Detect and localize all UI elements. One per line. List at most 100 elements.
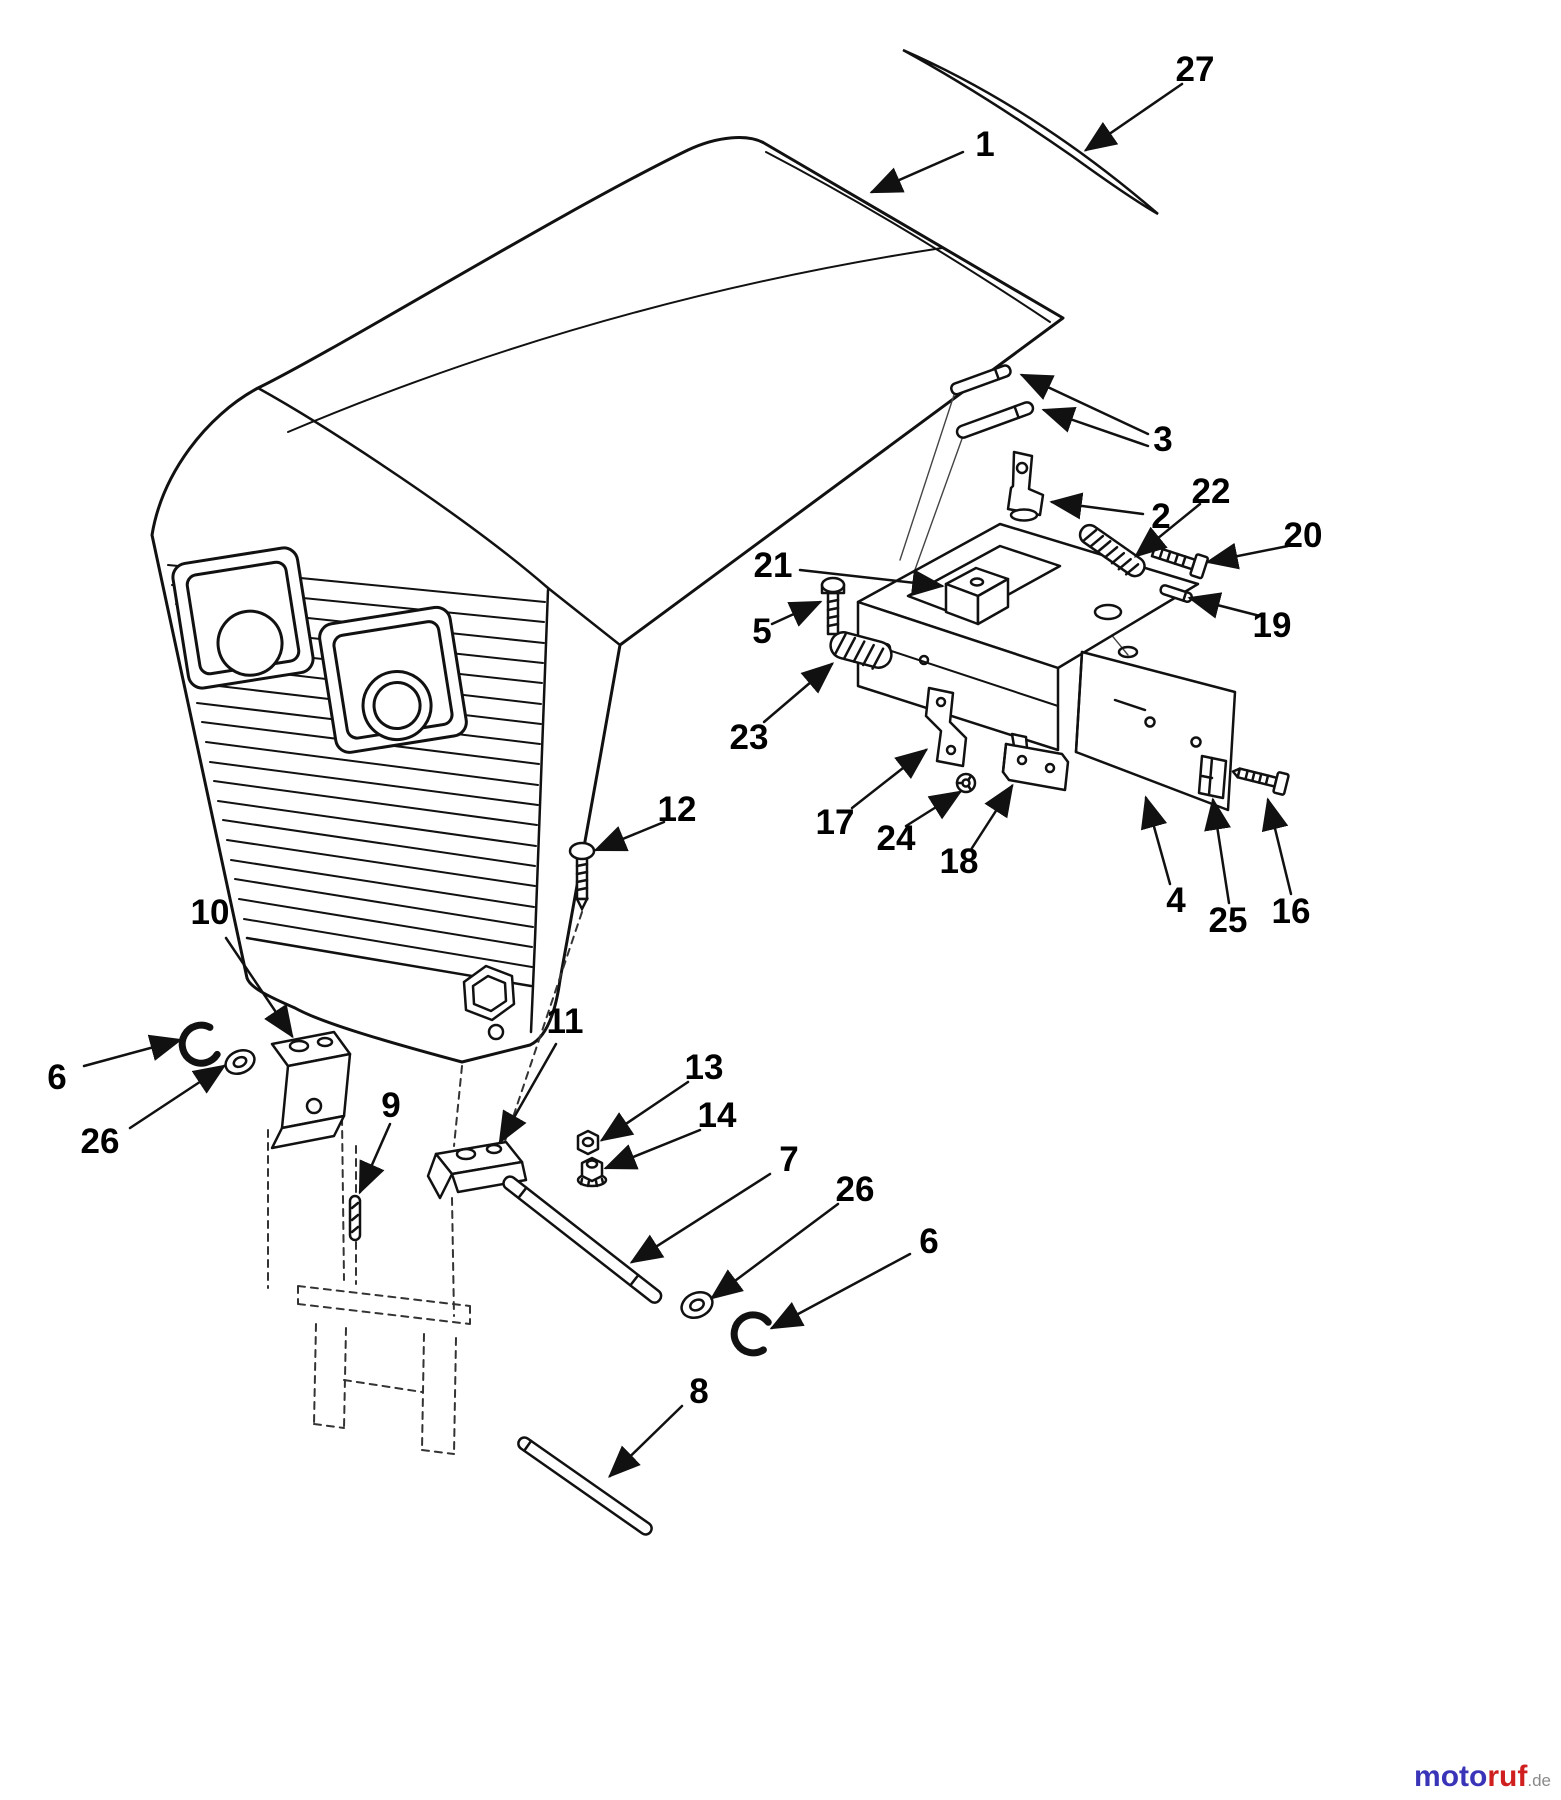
callout-label-10-15: 10 <box>190 893 230 932</box>
bracket-10 <box>270 1030 352 1150</box>
grille-right-edge <box>529 588 550 1034</box>
hex-nut-13 <box>576 1129 600 1156</box>
callout-label-17-11: 17 <box>815 803 855 842</box>
callout-label-12-10: 12 <box>657 790 697 829</box>
bracket-17 <box>924 686 968 768</box>
arrow-to-part-8 <box>608 1404 684 1478</box>
callout-label-8-27: 8 <box>689 1372 709 1411</box>
arrow-to-part-26-right <box>709 1202 840 1300</box>
callout-label-24-12: 24 <box>876 819 916 858</box>
screw-12 <box>568 841 596 912</box>
hinge-bracket-18 <box>1001 732 1070 792</box>
callout-label-20-5: 20 <box>1283 516 1323 555</box>
hinge-pin-lower <box>955 401 1035 439</box>
latch-striker-box <box>944 566 1010 626</box>
arrow-to-part-7 <box>629 1172 772 1264</box>
callout-label-5-8: 5 <box>752 612 772 651</box>
roll-pin-9 <box>348 1194 362 1242</box>
hood-outline <box>150 136 1065 1064</box>
callout-label-21-6: 21 <box>753 546 793 585</box>
hood-side-edge <box>546 586 622 647</box>
arrow-to-part-14 <box>603 1128 702 1170</box>
clip-25 <box>1197 754 1228 800</box>
callout-label-14-22: 14 <box>697 1096 737 1135</box>
pivot-rod-7 <box>502 1175 663 1304</box>
callout-label-26-23: 26 <box>80 1122 120 1161</box>
hood-front-crease <box>256 386 550 590</box>
callout-label-7-24: 7 <box>779 1140 799 1179</box>
arrow-to-part-16 <box>1261 797 1293 896</box>
arrow-to-part-6-right <box>769 1252 912 1330</box>
arrow-to-part-9 <box>358 1122 392 1195</box>
hinge-bracket-assembly <box>820 364 1290 812</box>
arrow-to-part-2 <box>1049 492 1145 520</box>
arrow-to-part-18 <box>970 783 1014 850</box>
callout-arrows <box>82 82 1293 1478</box>
callout-label-4-14: 4 <box>1166 881 1186 920</box>
flange-nut-14 <box>576 1156 608 1188</box>
spring-22 <box>1078 523 1146 578</box>
arrow-to-part-23 <box>762 662 835 724</box>
arrow-to-part-21 <box>798 568 945 597</box>
flange-nut-24 <box>955 772 977 794</box>
callout-label-23-9: 23 <box>729 718 769 757</box>
washer-26-left <box>224 1048 256 1076</box>
callout-label-25-17: 25 <box>1208 901 1248 940</box>
e-clip-6-right <box>730 1311 772 1357</box>
trim-strip-part <box>902 48 1159 216</box>
pivot-rod-8 <box>517 1436 653 1536</box>
hood-top-crease <box>287 247 943 433</box>
arrow-to-part-6-left <box>82 1034 183 1068</box>
callout-label-16-16: 16 <box>1271 892 1311 931</box>
callout-label-19-7: 19 <box>1252 606 1292 645</box>
arrow-to-part-22 <box>1133 502 1202 558</box>
lower-hardware <box>178 1021 772 1536</box>
hex-bolt-part <box>820 576 846 636</box>
watermark-brand-left: moto <box>1414 1760 1488 1793</box>
callout-label-27-0: 27 <box>1175 50 1215 89</box>
callout-label-9-21: 9 <box>381 1086 401 1125</box>
arrow-to-part-3a <box>1019 373 1150 436</box>
arrow-to-part-4 <box>1140 795 1172 886</box>
headlight-right <box>318 605 468 754</box>
arrow-to-part-5 <box>770 600 823 627</box>
callout-label-1-1: 1 <box>975 125 995 164</box>
headlight-left <box>171 546 315 690</box>
arrow-to-part-20 <box>1205 542 1290 570</box>
watermark-brand-right: ruf <box>1487 1760 1528 1793</box>
hinge-pin-upper <box>950 364 1012 396</box>
callout-label-6-26: 6 <box>919 1222 939 1261</box>
arrow-to-part-1 <box>869 150 965 194</box>
arrow-to-part-12 <box>593 820 666 852</box>
arrow-to-part-10 <box>224 936 294 1039</box>
hood-emblem <box>462 964 516 1041</box>
callout-label-18-13: 18 <box>939 842 979 881</box>
arrow-to-part-19 <box>1187 592 1262 619</box>
watermark-tld: .de <box>1527 1771 1551 1790</box>
watermark-logo: motoruf.de <box>1414 1762 1551 1792</box>
arrow-to-part-25 <box>1204 797 1231 905</box>
bracket-11 <box>426 1140 528 1200</box>
hood-assembly <box>150 136 1065 1064</box>
dash-plate <box>856 522 1237 812</box>
hood-latch-part <box>1006 450 1045 522</box>
e-clip-6-left <box>178 1021 221 1067</box>
callout-label-3-2: 3 <box>1153 420 1173 459</box>
callout-label-6-20: 6 <box>47 1058 67 1097</box>
hood-rear-edge-inner <box>765 151 1051 323</box>
arrow-to-part-24 <box>904 790 963 828</box>
callout-label-11-18: 11 <box>546 1002 584 1041</box>
callout-label-22-3: 22 <box>1191 472 1231 511</box>
callout-label-26-25: 26 <box>835 1170 875 1209</box>
washer-26-right <box>680 1291 714 1319</box>
spring-23 <box>829 631 893 670</box>
arrow-to-part-26-left <box>128 1064 227 1130</box>
callout-label-13-19: 13 <box>684 1048 724 1087</box>
arrow-to-part-17 <box>850 748 929 810</box>
arrow-to-part-11 <box>498 1042 558 1145</box>
screw-16 <box>1231 767 1290 796</box>
callout-label-2-4: 2 <box>1151 497 1171 536</box>
arrow-to-part-3b <box>1041 406 1150 448</box>
